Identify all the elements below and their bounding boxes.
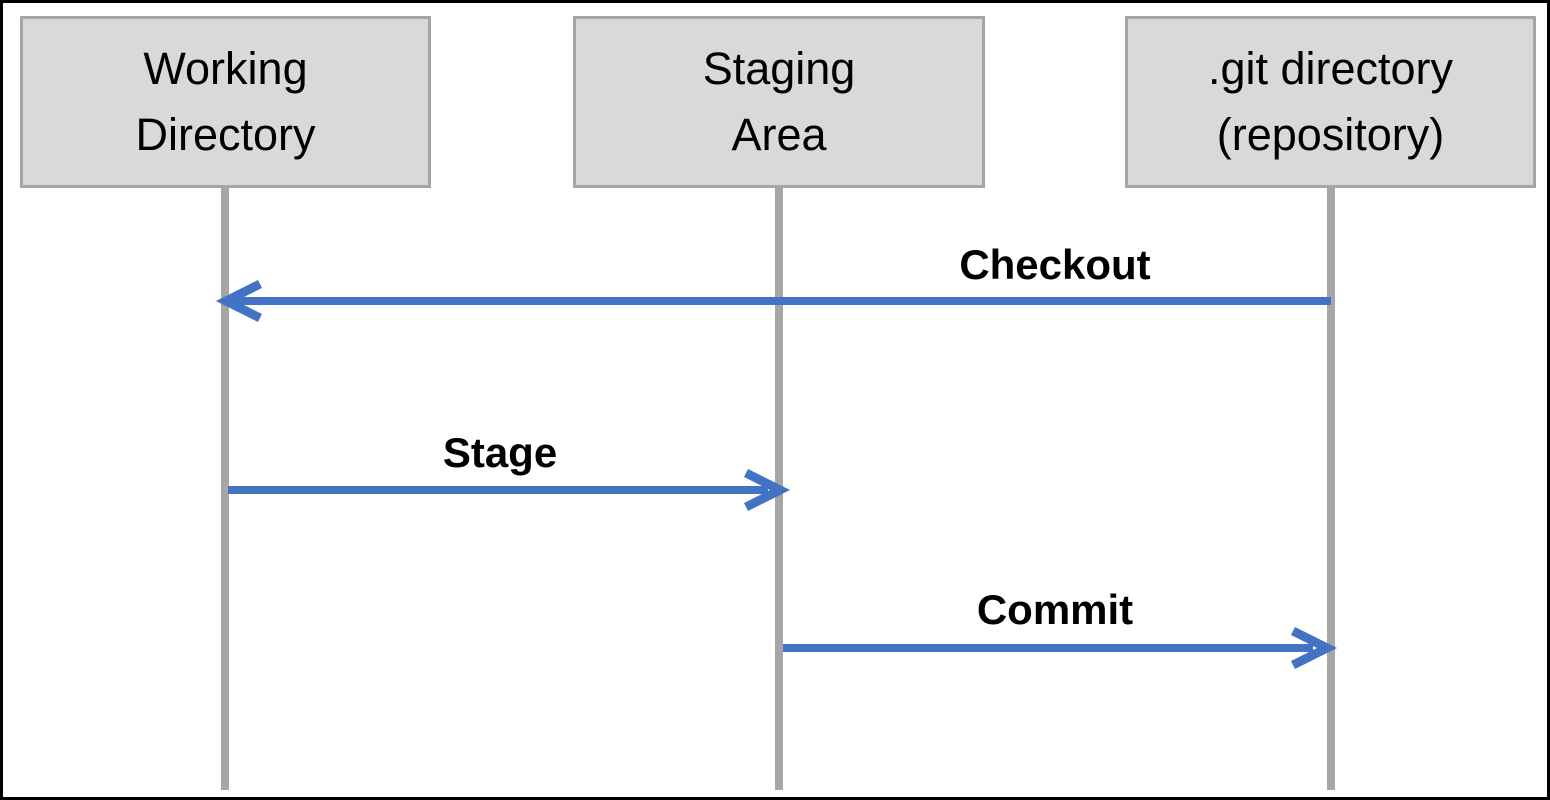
lifeline-working-directory — [221, 188, 229, 790]
message-label-stage: Stage — [442, 429, 558, 476]
actor-box-staging-area: Staging Area — [573, 16, 985, 188]
commit-arrow-right-icon — [783, 626, 1338, 670]
message-label-checkout: Checkout — [959, 241, 1151, 288]
stage-arrow-right-icon — [228, 468, 791, 512]
actor-label-line: .git directory — [1207, 43, 1454, 94]
checkout-arrow-left-icon — [215, 279, 1331, 323]
actor-label-line: Area — [731, 109, 827, 160]
message-label-commit: Commit — [976, 586, 1134, 633]
actor-box-working-directory: Working Directory — [20, 16, 431, 188]
lifeline-git-directory — [1327, 188, 1335, 790]
actor-label-line: Working — [143, 43, 308, 94]
actor-box-git-directory: .git directory (repository) — [1125, 16, 1536, 188]
actor-label-line: Staging — [702, 43, 856, 94]
actor-label-line: (repository) — [1216, 109, 1445, 160]
actor-label-line: Directory — [135, 109, 316, 160]
